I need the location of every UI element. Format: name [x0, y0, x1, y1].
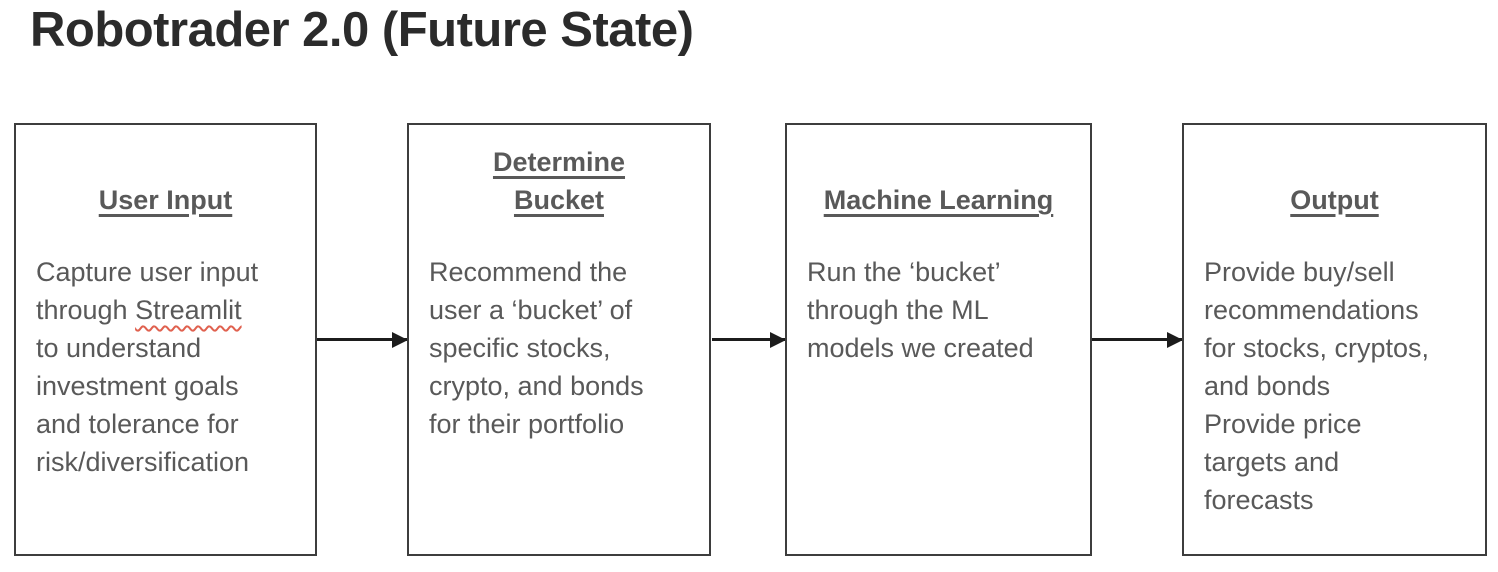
step-heading-determine-bucket: Determine Bucket [492, 147, 626, 215]
flow-arrow-icon [712, 338, 785, 341]
step-box-machine-learning: Machine Learning Run the ‘bucket’ throug… [785, 123, 1092, 556]
step-body-text-after: to understand investment goals and toler… [36, 333, 250, 477]
step-box-user-input: User Input Capture user input through St… [14, 123, 317, 556]
step-heading-area: User Input [36, 125, 295, 219]
step-heading-user-input: User Input [98, 185, 233, 215]
page-title: Robotrader 2.0 (Future State) [30, 3, 694, 57]
step-heading-area: Determine Bucket [429, 125, 689, 219]
step-heading-area: Machine Learning [807, 125, 1070, 219]
step-box-output: Output Provide buy/sell recommendations … [1182, 123, 1487, 556]
step-heading-area: Output [1204, 125, 1465, 219]
step-box-determine-bucket: Determine Bucket Recommend the user a ‘b… [407, 123, 711, 556]
step-body-text-before: Capture user input through [36, 257, 259, 325]
flow-arrow-icon [317, 338, 407, 341]
step-body-machine-learning: Run the ‘bucket’ through the ML models w… [807, 257, 1034, 363]
step-body-determine-bucket: Recommend the user a ‘bucket’ of specifi… [429, 257, 644, 439]
step-body-output: Provide buy/sell recommendations for sto… [1204, 257, 1430, 515]
step-heading-output: Output [1290, 185, 1379, 215]
misspelled-word: Streamlit [135, 295, 242, 325]
step-heading-machine-learning: Machine Learning [823, 185, 1054, 215]
step-body-user-input: Capture user input through Streamlit to … [36, 253, 295, 481]
flow-arrow-icon [1092, 338, 1182, 341]
